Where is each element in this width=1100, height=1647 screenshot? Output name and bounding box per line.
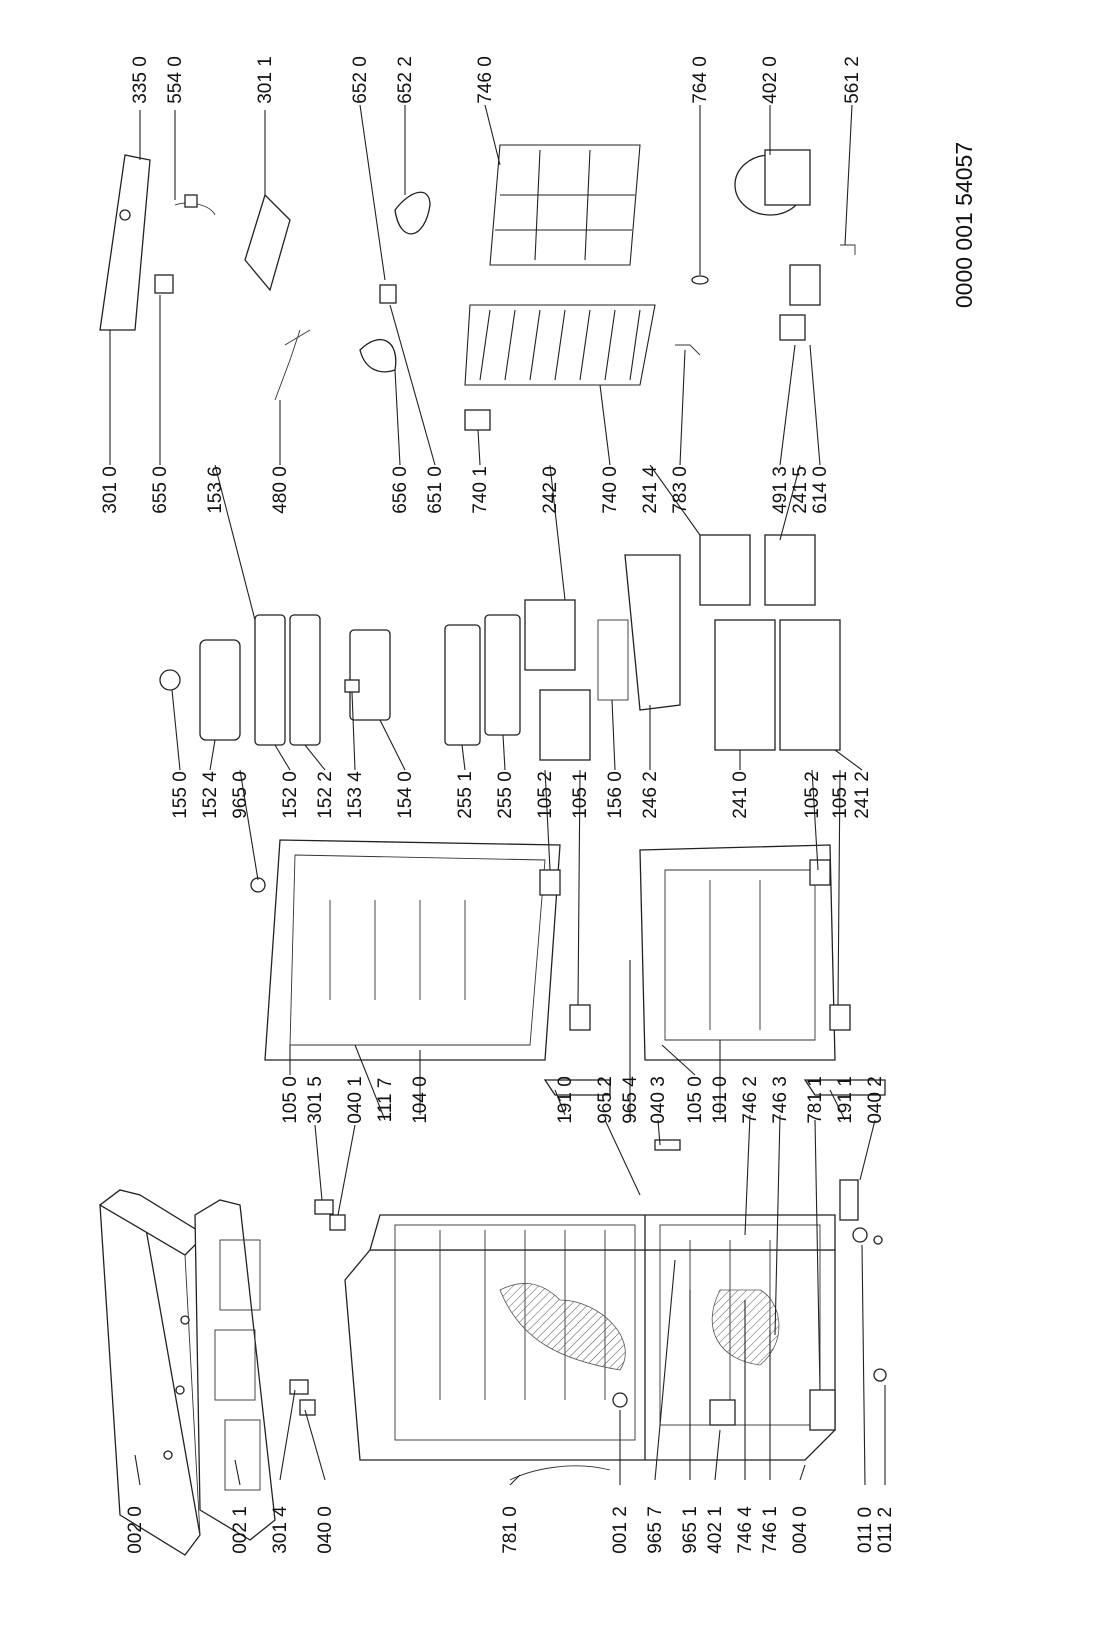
- part-number-label: 105 2: [535, 771, 556, 819]
- part-number-label: 241 2: [852, 771, 873, 819]
- cabinet-body-drawing: [344, 1214, 836, 1461]
- part-number-label: 152 2: [315, 771, 336, 819]
- part-number-label: 614 0: [810, 466, 831, 514]
- part-number-label: 153 6: [205, 466, 226, 514]
- part-number-labels: 002 0 002 1 301 4 040 0 781 0 001 2 965 7 965 1…: [100, 56, 896, 1554]
- part-number-label: 656 0: [390, 466, 411, 514]
- part-number-label: 480 0: [270, 466, 291, 514]
- part-number-label: 105 2: [802, 771, 823, 819]
- part-number-label: 781 1: [805, 1076, 826, 1124]
- leader-lines: [109, 104, 886, 1486]
- part-number-label: 746 3: [770, 1076, 791, 1124]
- part-number-label: 105 0: [685, 1076, 706, 1124]
- part-number-label: 156 0: [605, 771, 626, 819]
- part-number-label: 965 0: [230, 771, 251, 819]
- part-number-label: 783 0: [670, 466, 691, 514]
- part-number-label: 111 7: [375, 1078, 396, 1123]
- part-number-label: 655 0: [150, 466, 171, 514]
- freezer-door-drawing: [639, 844, 836, 1061]
- part-number-label: 301 1: [255, 56, 276, 104]
- part-number-label: 241 4: [640, 466, 661, 514]
- part-number-label: 241 5: [790, 466, 811, 514]
- part-number-label: 255 1: [455, 771, 476, 819]
- part-number-label: 152 4: [200, 771, 221, 819]
- part-number-label: 554 0: [165, 56, 186, 104]
- part-number-label: 040 1: [345, 1076, 366, 1124]
- part-number-label: 101 0: [710, 1076, 731, 1124]
- part-number-label: 255 0: [495, 771, 516, 819]
- top-cover-drawing: [98, 1189, 207, 1556]
- part-number-label: 241 0: [730, 771, 751, 819]
- part-number-label: 491 3: [770, 466, 791, 514]
- part-number-label: 402 0: [760, 56, 781, 104]
- part-number-label: 011 2: [875, 1507, 896, 1553]
- door-shelves-drawing: [159, 614, 391, 746]
- part-number-label: 652 2: [395, 56, 416, 104]
- part-number-label: 965 4: [620, 1076, 641, 1124]
- document-code: 0000 001 54057: [951, 142, 977, 308]
- part-number-label: 746 2: [740, 1076, 761, 1124]
- part-number-label: 561 2: [842, 56, 863, 104]
- evaporator-drawing: [489, 144, 641, 266]
- part-number-label: 740 0: [600, 466, 621, 514]
- part-number-label: 004 0: [790, 1506, 811, 1554]
- part-number-label: 191 0: [555, 1076, 576, 1124]
- part-number-label: 011 0: [855, 1507, 876, 1553]
- part-number-label: 002 1: [230, 1506, 251, 1554]
- part-number-label: 746 4: [735, 1506, 756, 1554]
- part-number-label: 652 0: [350, 56, 371, 104]
- part-number-label: 402 1: [705, 1506, 726, 1554]
- part-number-label: 301 0: [100, 466, 121, 514]
- part-number-label: 335 0: [130, 56, 151, 104]
- part-number-label: 154 0: [395, 771, 416, 819]
- part-number-label: 002 0: [125, 1506, 146, 1554]
- part-number-label: 153 4: [345, 771, 366, 819]
- part-number-label: 746 0: [475, 56, 496, 104]
- part-number-label: 001 2: [610, 1506, 631, 1554]
- part-number-label: 965 2: [595, 1076, 616, 1124]
- part-number-label: 105 1: [830, 771, 851, 819]
- part-number-label: 246 2: [640, 771, 661, 819]
- part-number-label: 040 3: [648, 1076, 669, 1124]
- part-number-label: 105 1: [570, 771, 591, 819]
- part-number-label: 242 0: [540, 466, 561, 514]
- parts-artwork: [98, 144, 887, 1556]
- fridge-door-drawing: [264, 839, 561, 1061]
- part-number-label: 746 1: [760, 1506, 781, 1554]
- part-number-label: 965 1: [680, 1506, 701, 1554]
- part-number-label: 040 2: [865, 1076, 886, 1124]
- part-number-label: 104 0: [410, 1076, 431, 1124]
- part-number-label: 040 0: [315, 1506, 336, 1554]
- part-number-label: 781 0: [500, 1506, 521, 1554]
- part-number-label: 301 4: [270, 1506, 291, 1554]
- part-number-label: 152 0: [280, 771, 301, 819]
- part-number-label: 651 0: [425, 466, 446, 514]
- part-number-label: 965 7: [645, 1506, 666, 1554]
- top-frame-drawing: [194, 1199, 276, 1541]
- part-number-label: 764 0: [690, 56, 711, 104]
- condenser-coil-drawing: [464, 304, 656, 386]
- part-number-label: 301 5: [305, 1076, 326, 1124]
- part-number-label: 155 0: [170, 771, 191, 819]
- part-number-label: 740 1: [470, 466, 491, 514]
- part-number-label: 191 1: [835, 1076, 856, 1124]
- part-number-label: 105 0: [280, 1076, 301, 1124]
